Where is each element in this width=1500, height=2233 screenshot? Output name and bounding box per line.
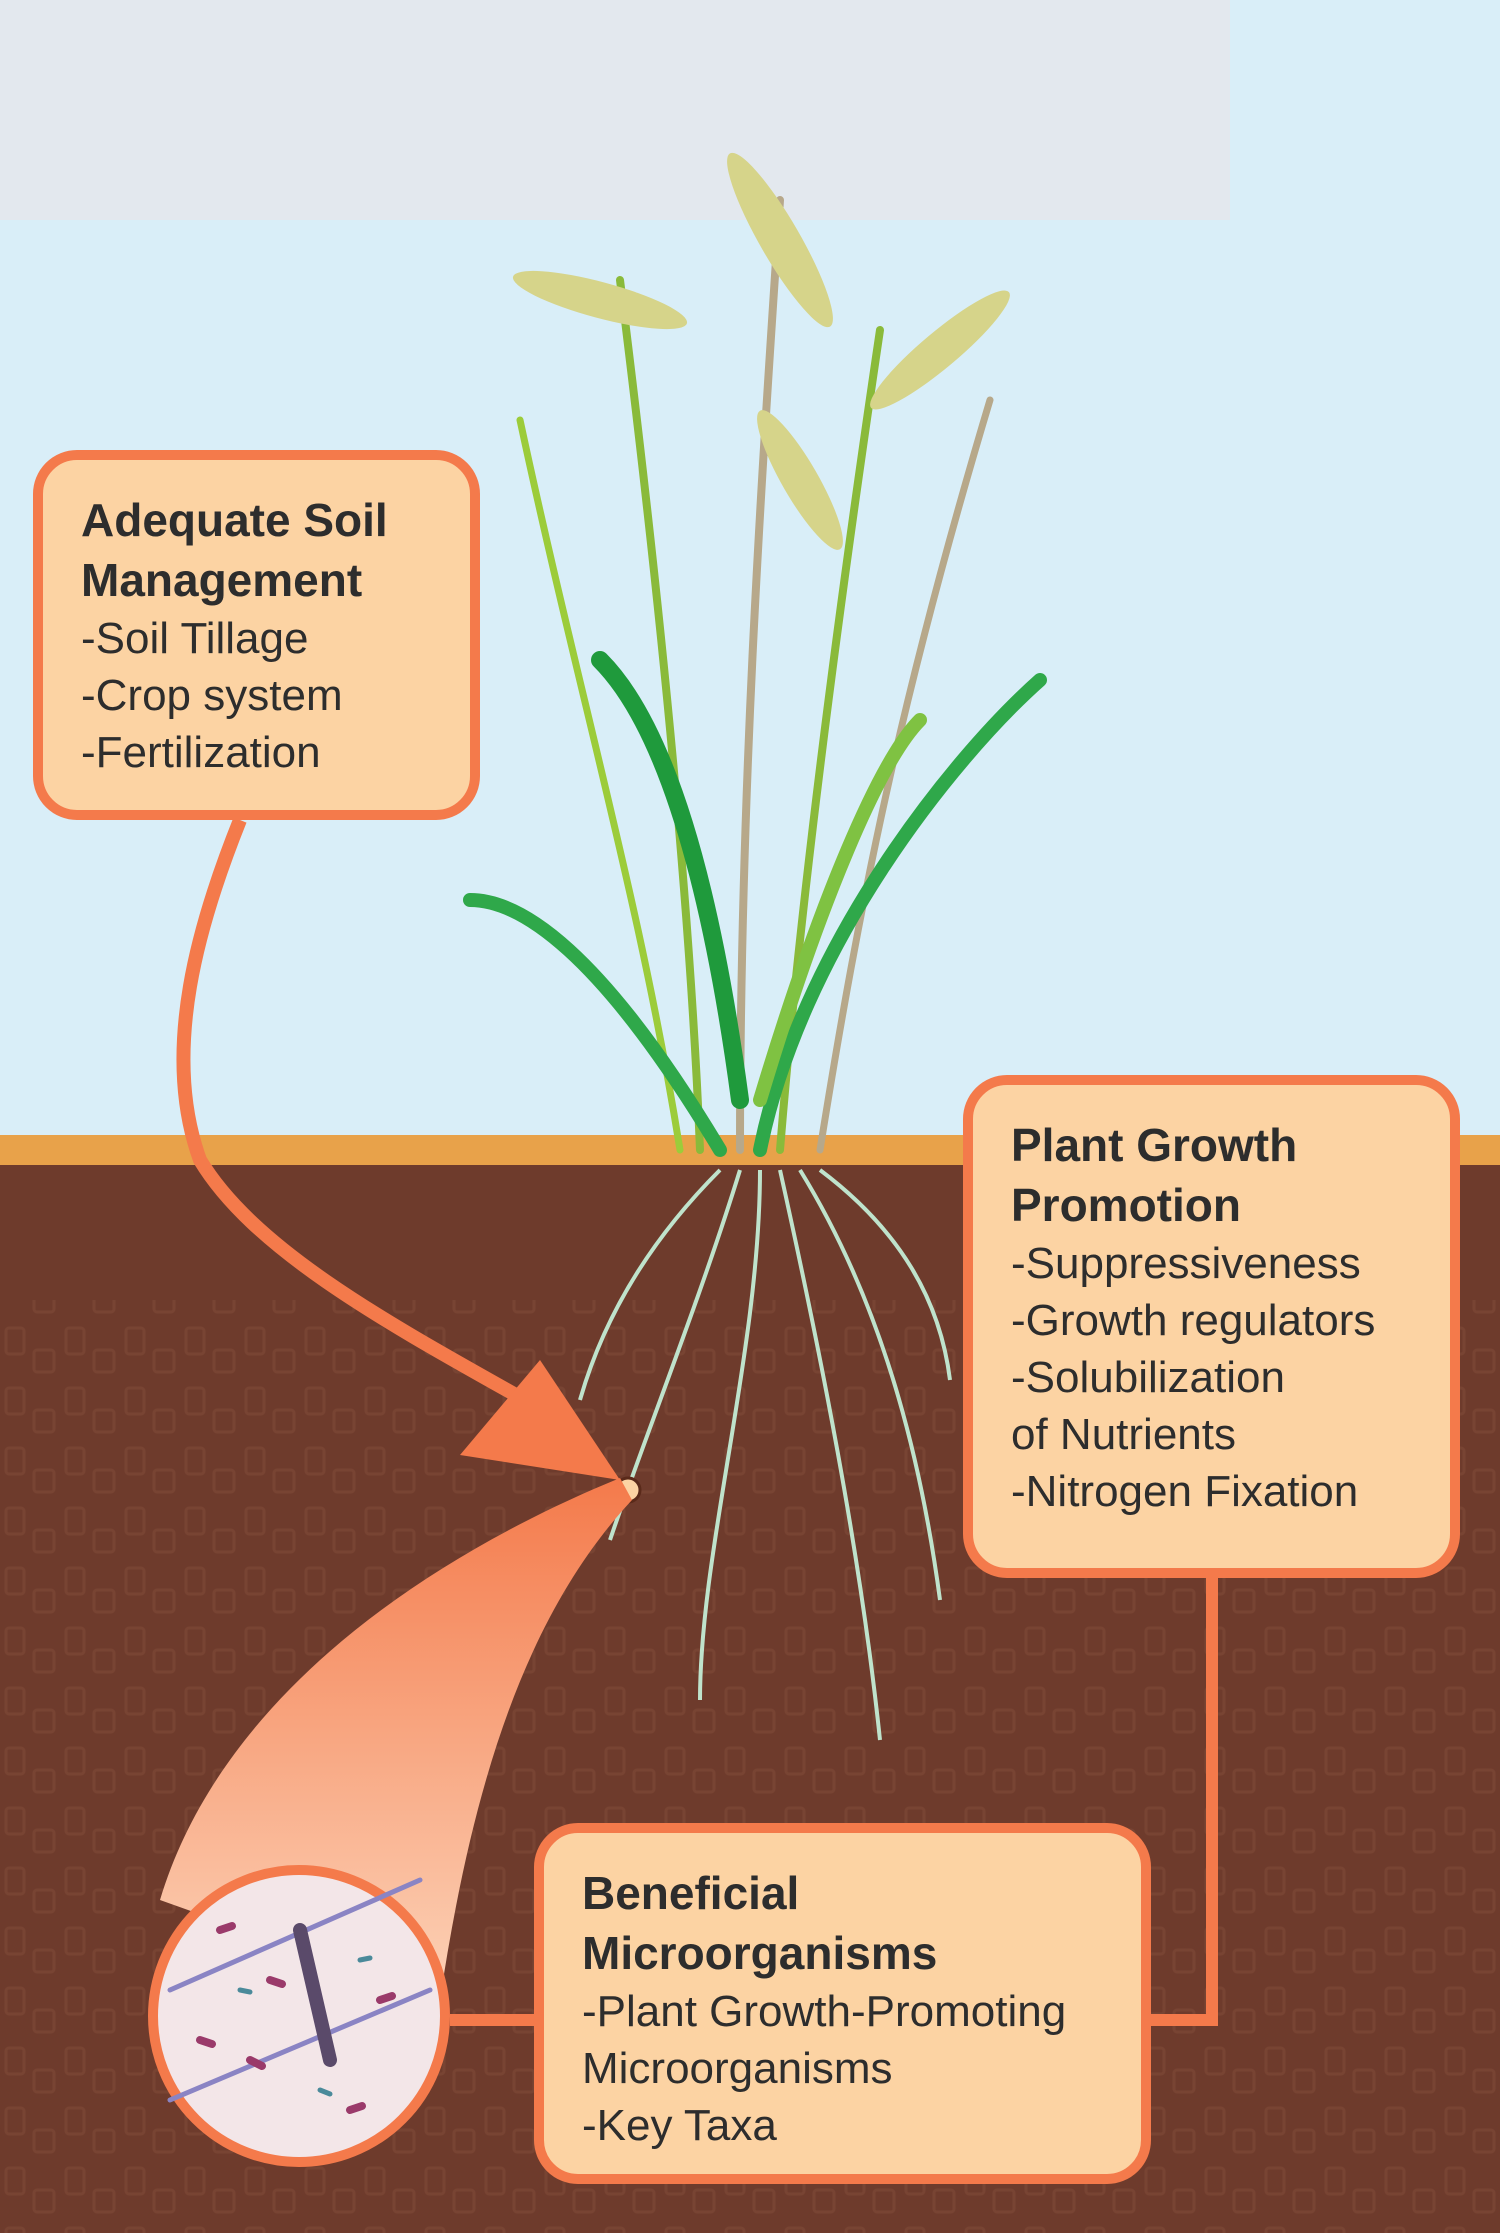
plant-growth-box: Plant Growth Promotion -Suppressiveness … xyxy=(963,1075,1460,1578)
list-item: -Nitrogen Fixation xyxy=(1011,1467,1359,1516)
arrow-management-to-root xyxy=(176,817,564,1427)
list-item: -Fertilization xyxy=(81,728,321,777)
microorganisms-box: Beneficial Microorganisms -Plant Growth-… xyxy=(534,1823,1151,2184)
arrowhead xyxy=(460,1360,620,1480)
list-item: -Solubilization xyxy=(1011,1353,1285,1402)
list-item: -Soil Tillage xyxy=(81,614,309,663)
list-item: -Plant Growth-Promoting xyxy=(582,1987,1067,2036)
microorganisms-title: Beneficial xyxy=(582,1867,800,1919)
soil-management-title: Management xyxy=(81,554,363,606)
microbes xyxy=(167,1877,433,2114)
plant-growth-title: Plant Growth xyxy=(1011,1119,1298,1171)
cloud xyxy=(0,0,1230,220)
list-item: -Crop system xyxy=(81,671,343,720)
list-item: of Nutrients xyxy=(1011,1410,1236,1459)
plant-growth-title: Promotion xyxy=(1011,1179,1241,1231)
list-item: -Suppressiveness xyxy=(1011,1239,1361,1288)
list-item: Microorganisms xyxy=(582,2044,893,2093)
microorganisms-title: Microorganisms xyxy=(582,1927,938,1979)
list-item: -Key Taxa xyxy=(582,2101,777,2150)
plant xyxy=(463,152,1047,1157)
microorganism-magnified-view xyxy=(148,1865,450,2167)
soil-management-title: Adequate Soil xyxy=(81,494,388,546)
soil-management-box: Adequate Soil Management -Soil Tillage -… xyxy=(33,450,480,820)
list-item: -Growth regulators xyxy=(1011,1296,1376,1345)
connector-line xyxy=(450,1575,1218,2026)
